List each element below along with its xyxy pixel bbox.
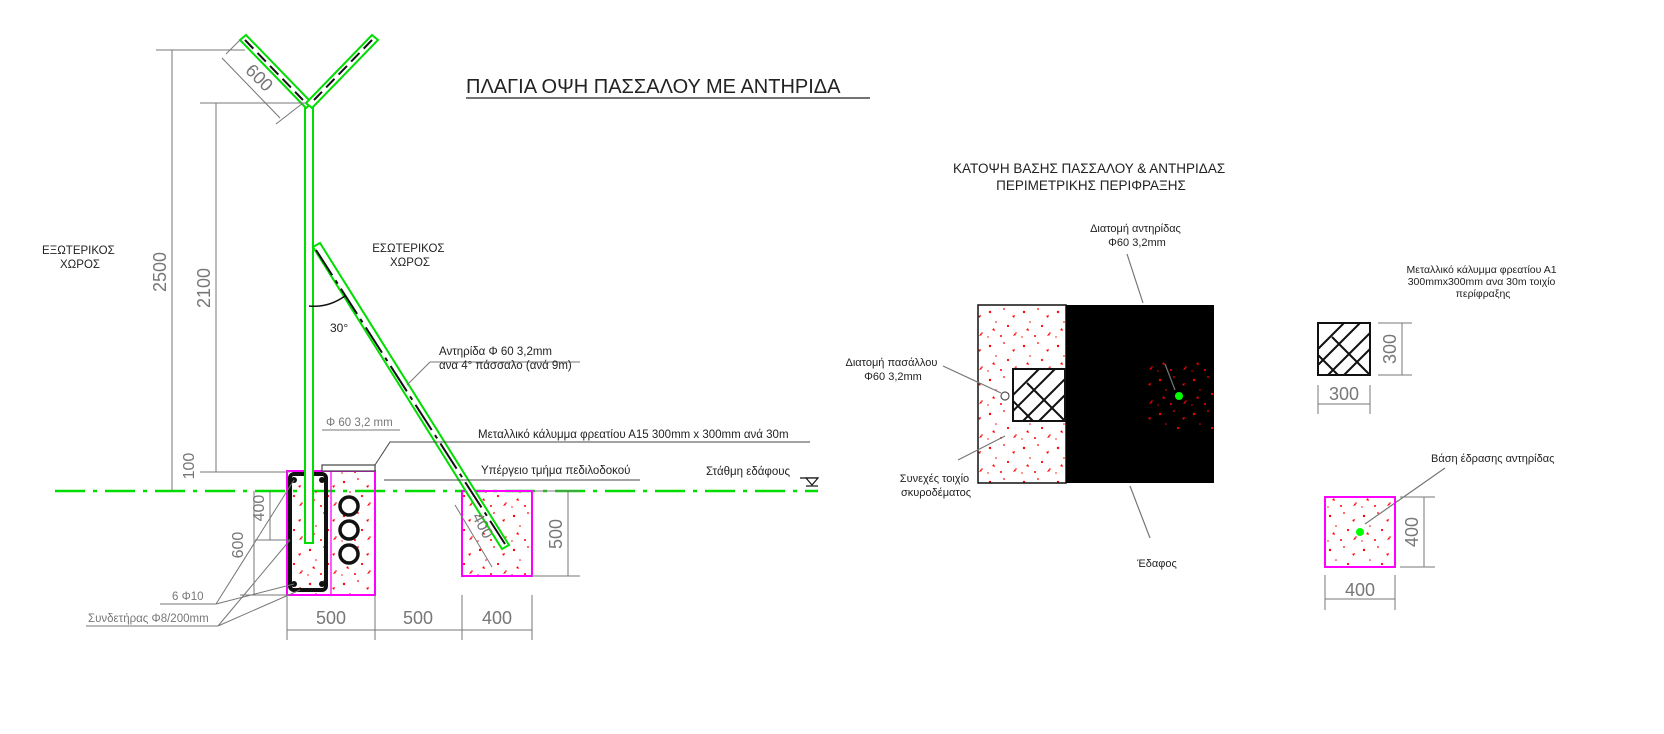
dim-bottom-500b: 500 <box>403 608 433 628</box>
dim-ext <box>225 39 241 55</box>
angle-arc <box>308 295 346 308</box>
soil-label: Έδαφος <box>1136 558 1177 570</box>
y-arm-right-center <box>313 39 373 101</box>
duct-circle <box>338 495 360 517</box>
manhole-cover-detail <box>1317 322 1371 376</box>
side-view: ΠΛΑΓΙΑ ΟΨΗ ΠΑΣΣΑΛΟΥ ΜΕ ΑΝΤΗΡΙΔΑ 30° <box>42 33 870 640</box>
dim-line <box>454 504 493 568</box>
plan-view: ΚΑΤΟΨΗ ΒΑΣΗΣ ΠΑΣΣΑΛΟΥ & ΑΝΤΗΡΙΔΑΣ ΠΕΡΙΜΕ… <box>846 161 1229 570</box>
post-section-label: Διατομή πασάλλου Φ60 3,2mm <box>846 357 941 383</box>
pipe-label: Φ 60 3,2 mm <box>326 417 393 429</box>
dim-brace-500: 500 <box>546 519 566 549</box>
base-dim-v: 400 <box>1402 517 1422 547</box>
cover-dim-v: 300 <box>1380 334 1400 364</box>
rebar-label: 6 Φ10 <box>172 591 204 603</box>
duct-label: Υπέργειο τμήμα πεδιλοδοκού <box>481 465 630 477</box>
brace-label: Αντηρίδα Φ 60 3,2mm ανα 4° πάσσαλο (ανά … <box>439 346 572 372</box>
dim-ext <box>275 102 304 125</box>
dim-bottom-500a: 500 <box>316 608 346 628</box>
brace-center <box>315 249 506 545</box>
cover-dim-h: 300 <box>1329 384 1359 404</box>
exterior-zone-label: ΕΞΩΤΕΡΙΚΟΣ ΧΩΡΟΣ <box>42 245 118 271</box>
dim-total-height: 2500 <box>150 252 170 292</box>
dim-below-400: 400 <box>251 495 268 522</box>
post <box>304 102 314 544</box>
brace-section-dot <box>1175 392 1183 400</box>
base-detail-label: Βάση έδρασης αντηρίδας <box>1431 453 1554 465</box>
dim-post-height: 2100 <box>194 268 214 308</box>
angle-label: 30° <box>330 321 348 335</box>
cover-leader <box>374 441 810 466</box>
stirrup-leader <box>217 589 301 627</box>
dim-bottom-400: 400 <box>482 608 512 628</box>
cover-plate <box>321 464 376 472</box>
rebar-leader <box>215 479 295 605</box>
rebar-leader <box>215 583 295 605</box>
y-arm-left-center <box>244 39 304 101</box>
plan-view-title: ΚΑΤΟΨΗ ΒΑΣΗΣ ΠΑΣΣΑΛΟΥ & ΑΝΤΗΡΙΔΑΣ ΠΕΡΙΜΕ… <box>953 161 1229 193</box>
wall-label: Συνεχές τοιχίο σκυροδέματος <box>900 473 972 499</box>
dim-above-ground: 100 <box>181 453 198 480</box>
cover-detail-label: Μεταλλικό κάλυμμα φρεατίου Α1 300mmx300m… <box>1407 264 1560 300</box>
dim-line <box>221 57 281 119</box>
ground-level-icon <box>800 477 820 487</box>
post-section-leader <box>942 365 1002 394</box>
dim-below-600: 600 <box>230 532 247 559</box>
brace-base-center <box>1356 528 1364 536</box>
ground-level-label: Στάθμη εδάφους <box>706 466 791 478</box>
duct-circle <box>338 519 360 541</box>
soil-leader <box>1129 485 1151 539</box>
brace-section-leader-2 <box>1164 363 1176 391</box>
details: Μεταλλικό κάλυμμα φρεατίου Α1 300mmx300m… <box>1317 264 1560 610</box>
brace-section-leader <box>1126 253 1144 304</box>
manhole-cover-plan <box>1012 368 1066 422</box>
duct-circle <box>338 543 360 565</box>
cover-label: Μεταλλικό κάλυμμα φρεατίου Α15 300mm x 3… <box>478 429 789 441</box>
interior-zone-label: ΕΣΩΤΕΡΙΚΟΣ ΧΩΡΟΣ <box>372 243 448 269</box>
side-view-title: ΠΛΑΓΙΑ ΟΨΗ ΠΑΣΣΑΛΟΥ ΜΕ ΑΝΤΗΡΙΔΑ <box>466 76 841 98</box>
post-section-circle <box>1000 391 1010 401</box>
wall-leader <box>957 435 1006 461</box>
brace-leader <box>406 361 431 386</box>
rebar-dot <box>319 581 325 587</box>
stirrup-label: Συνδετήρας Φ8/200mm <box>88 613 209 625</box>
rebar-dot <box>319 477 325 483</box>
base-dim-h: 400 <box>1345 580 1375 600</box>
brace-section-label: Διατομή αντηρίδας Φ60 3,2mm <box>1090 223 1184 249</box>
